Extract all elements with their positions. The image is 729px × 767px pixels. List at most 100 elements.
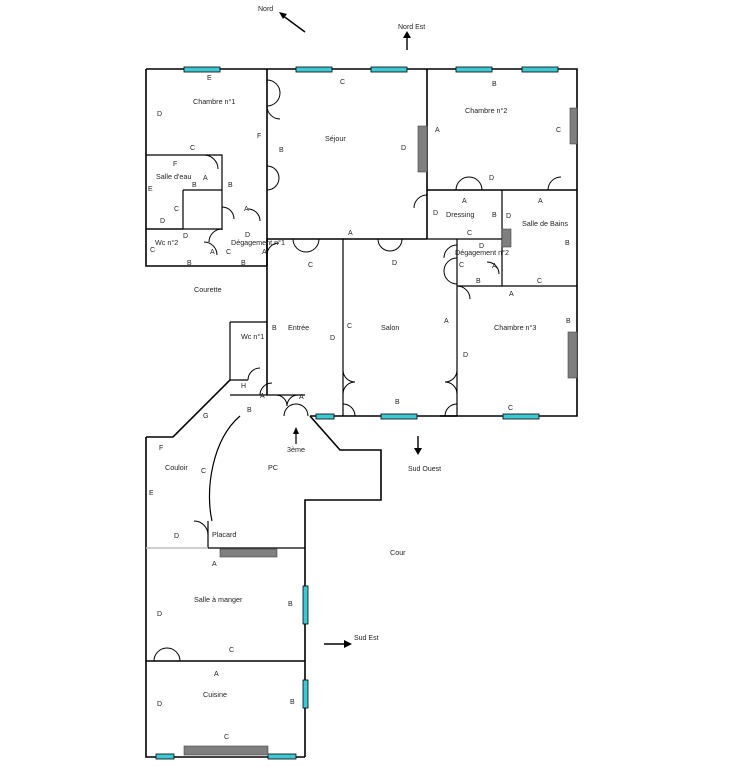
door-dg2-ch3-icon <box>456 285 471 300</box>
wall-letter: B <box>492 81 497 88</box>
door-palier-icon <box>283 403 309 417</box>
wall-letter: C <box>229 647 234 654</box>
wall-letter: A <box>462 198 467 205</box>
wall-letter: B <box>279 147 284 154</box>
door-entree-sejour-icon <box>292 238 320 253</box>
window-cuisine-east <box>302 679 309 709</box>
wall-letter: B <box>187 260 192 267</box>
room-placard: Placard <box>212 530 236 539</box>
wall-letter: C <box>467 230 472 237</box>
wall-letter: A <box>435 127 440 134</box>
wall-letter: C <box>190 145 195 152</box>
wall-west-bottom <box>145 437 305 758</box>
room-wc1: Wc n°1 <box>241 332 264 341</box>
wall-pc-east <box>304 415 382 757</box>
room-cour: Cour <box>390 548 406 557</box>
wall-letter: B <box>290 699 295 706</box>
door-salle-eau-2-icon <box>221 206 235 220</box>
wall-letter: C <box>150 247 155 254</box>
wall-letter: D <box>463 352 468 359</box>
sud-est-arrowhead-icon <box>344 640 352 648</box>
room-courette: Courette <box>194 285 222 294</box>
window-ch3 <box>502 413 540 420</box>
room-wc2: Wc n°2 <box>155 238 178 247</box>
wall-letter: H <box>241 383 246 390</box>
room-cuisine: Cuisine <box>203 690 227 699</box>
wall-letter: D <box>489 175 494 182</box>
wall-letter: D <box>330 335 335 342</box>
wall-letter: A <box>509 291 514 298</box>
wall-pc-curve <box>208 415 241 522</box>
wall-couloir-angle <box>146 379 231 438</box>
radiators <box>183 107 578 756</box>
wall-salle-eau <box>146 154 223 230</box>
room-salle-manger: Salle à manger <box>194 595 243 604</box>
window-sejour-2 <box>370 66 408 73</box>
wall-letter: D <box>157 701 162 708</box>
wall-letter: B <box>566 318 571 325</box>
wall-letter: A <box>260 393 265 400</box>
wall-letter: D <box>401 145 406 152</box>
wall-letter: D <box>506 213 511 220</box>
wall-letter: A <box>538 198 543 205</box>
wall-letter: E <box>207 75 212 82</box>
walls <box>145 68 578 758</box>
room-degagement2: Dégagement n°2 <box>455 248 509 257</box>
window-entree <box>315 413 335 420</box>
wall-letter: E <box>149 490 154 497</box>
wall-letter: B <box>272 325 277 332</box>
wall-top-north <box>146 68 578 190</box>
wall-letter: C <box>201 468 206 475</box>
wall-salle-eau-inner <box>146 189 222 230</box>
radiator-sejour <box>417 125 428 173</box>
window-ch1 <box>183 66 221 73</box>
wall-letter: A <box>244 206 249 213</box>
wall-letter: C <box>347 323 352 330</box>
room-salle-bains: Salle de Bains <box>522 219 568 228</box>
wall-wc1 <box>229 321 267 381</box>
door-sm-cuisine-icon <box>153 647 181 662</box>
door-ch2-sb-icon <box>547 176 562 191</box>
door-sejour-salon-icon <box>377 238 403 252</box>
door-ch1-sejour-icon <box>266 79 281 107</box>
window-ch2-1 <box>455 66 493 73</box>
wall-letter: B <box>395 399 400 406</box>
wall-letter: C <box>459 262 464 269</box>
wall-letter: B <box>247 407 252 414</box>
compass-sud-est: Sud Est <box>354 635 379 642</box>
wall-letter: F <box>159 445 163 452</box>
wall-letter: A <box>212 561 217 568</box>
wall-letter: B <box>476 278 481 285</box>
window-cuisine-1 <box>155 753 175 760</box>
door-wc2-2-icon <box>208 228 223 243</box>
wall-letter: B <box>241 260 246 267</box>
window-cuisine-2 <box>267 753 297 760</box>
radiator-sb <box>501 228 512 248</box>
wall-letter: D <box>160 218 165 225</box>
door-dg2-salon-icon <box>443 257 458 285</box>
wall-letter: A <box>492 263 497 270</box>
wall-letter: E <box>148 186 153 193</box>
door-dressing-icon <box>413 194 428 209</box>
wall-letter: F <box>257 133 261 140</box>
wall-letter: C <box>340 79 345 86</box>
wall-letter: B <box>228 182 233 189</box>
window-ch2-2 <box>521 66 559 73</box>
door-salon-ch3-icon <box>444 369 458 395</box>
room-pc: PC <box>268 463 278 472</box>
wall-letter: A <box>444 318 449 325</box>
door-dg2-sb-icon <box>486 261 500 275</box>
nord-arrow-icon <box>281 14 306 33</box>
radiator-ch2 <box>569 107 578 145</box>
wall-west-top <box>145 69 267 267</box>
door-salon-bottom-icon <box>342 403 356 417</box>
nord-arrowhead-icon <box>279 12 287 19</box>
wall-letter: A <box>348 230 353 237</box>
door-entree-pc-icon <box>275 394 299 407</box>
wall-letter: D <box>157 611 162 618</box>
troisieme-arrowhead-icon <box>293 427 299 434</box>
wall-letter: C <box>224 734 229 741</box>
wall-letters: E D C F C B D A B A C D F E B A C D B A … <box>148 75 571 741</box>
wall-letter: C <box>308 262 313 269</box>
